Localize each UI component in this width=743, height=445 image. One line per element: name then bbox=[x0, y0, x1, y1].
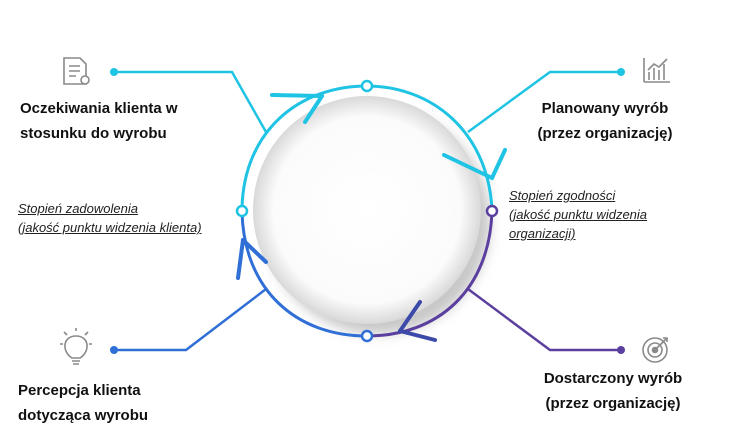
note-line: (jakość punktu widzenia klienta) bbox=[18, 220, 202, 235]
connector-dot-top-left bbox=[110, 68, 118, 76]
ring-arc-top-left bbox=[240, 84, 368, 209]
arrow-bottom-icon bbox=[398, 300, 437, 342]
note-line: Stopień zgodności bbox=[509, 188, 616, 203]
label-line: Dostarczony wyrób bbox=[543, 370, 683, 387]
connector-dot-bottom-right bbox=[617, 346, 625, 354]
label-planned-product: Planowany wyrób (przez organizację) bbox=[520, 96, 690, 146]
ring-node-bottom bbox=[360, 329, 374, 343]
arrow-left-icon bbox=[236, 238, 268, 280]
central-disc bbox=[253, 96, 481, 324]
target-icon bbox=[642, 337, 668, 363]
connector-bottom-left bbox=[116, 288, 267, 352]
lightbulb-icon bbox=[60, 328, 92, 365]
note-line: organizacji) bbox=[509, 226, 576, 241]
arrow-right-icon bbox=[442, 148, 507, 180]
bar-chart-icon bbox=[643, 58, 670, 83]
connector-dot-top-right bbox=[617, 68, 625, 76]
ring-node-top bbox=[360, 79, 374, 93]
ring-arc-bottom-right bbox=[366, 209, 494, 338]
label-line: (przez organizację) bbox=[537, 125, 673, 142]
connector-dot-bottom-left bbox=[110, 346, 118, 354]
connector-top-right bbox=[467, 70, 620, 134]
ring-node-right bbox=[485, 204, 499, 218]
label-line: Percepcja klienta bbox=[18, 382, 141, 399]
ring-arc-bottom-left bbox=[240, 211, 368, 338]
note-satisfaction-degree: Stopień zadowolenia (jakość punktu widze… bbox=[18, 199, 238, 237]
ring-node-left bbox=[235, 204, 249, 218]
note-line: (jakość punktu widzenia bbox=[509, 207, 648, 222]
label-line: Oczekiwania klienta w bbox=[20, 100, 178, 117]
label-customer-expectations: Oczekiwania klienta w stosunku do wyrobu bbox=[20, 96, 210, 146]
label-line: dotycząca wyrobu bbox=[18, 407, 149, 424]
label-line: (przez organizację) bbox=[545, 395, 681, 412]
label-delivered-product: Dostarczony wyrób (przez organizację) bbox=[528, 366, 698, 416]
label-line: stosunku do wyrobu bbox=[20, 125, 167, 142]
label-line: Planowany wyrób bbox=[541, 100, 669, 117]
connector-top-left bbox=[116, 70, 268, 133]
note-line: Stopień zadowolenia bbox=[18, 201, 138, 216]
label-customer-perception: Percepcja klienta dotycząca wyrobu bbox=[18, 378, 198, 428]
ring-arc-top-right bbox=[366, 84, 494, 211]
document-icon bbox=[63, 57, 90, 85]
note-conformity-degree: Stopień zgodności (jakość punktu widzeni… bbox=[509, 186, 729, 243]
arrow-top-icon bbox=[270, 93, 324, 124]
connector-bottom-right bbox=[467, 287, 620, 352]
